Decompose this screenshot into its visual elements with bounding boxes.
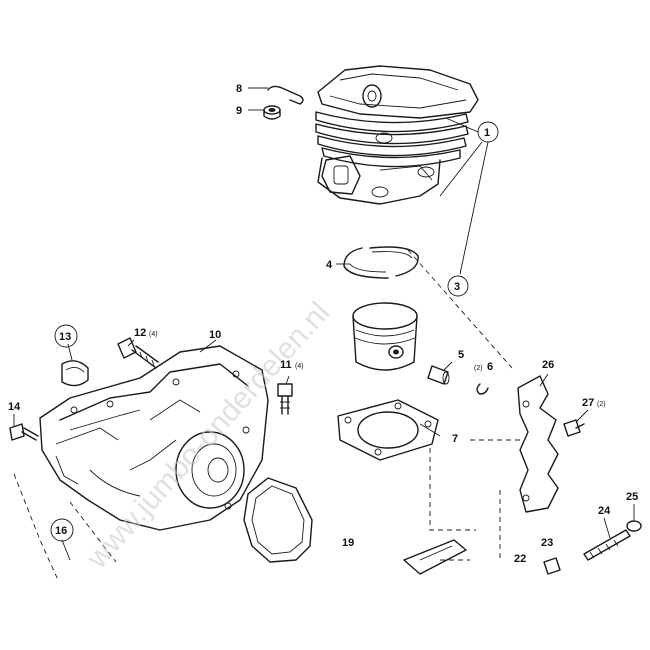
adjusting-screw <box>583 520 642 561</box>
callout-5: 5 <box>458 349 464 361</box>
piston <box>352 302 418 371</box>
callout-13: 13 <box>59 331 71 343</box>
callout-3-circle <box>447 275 469 297</box>
callout-27-qty: (2) <box>597 401 606 408</box>
callout-14: 14 <box>8 401 21 413</box>
bolt-14 <box>9 423 39 441</box>
callout-6-qty: (2) <box>474 365 483 372</box>
piston-ring <box>343 246 419 279</box>
crankcase <box>39 345 269 531</box>
spike-bar <box>517 375 559 513</box>
callout-16: 16 <box>55 525 67 537</box>
callout-11-qty: (4) <box>295 363 304 370</box>
bearing-13 <box>61 360 89 387</box>
callout-6: 6 <box>487 361 493 373</box>
callout-23: 23 <box>541 537 553 549</box>
callout-9: 9 <box>236 105 242 117</box>
callout-26: 26 <box>542 359 554 371</box>
callout-labels: 1 3 4 5 (2) 6 7 8 9 10 11 (4) 12 (4) 13 … <box>8 83 638 565</box>
callout-13-circle <box>54 324 78 348</box>
callout-22: 22 <box>514 553 526 565</box>
bolt-12 <box>117 337 159 369</box>
callout-1: 1 <box>484 127 490 139</box>
cylinder <box>315 65 479 205</box>
crankcase-gasket <box>243 477 313 563</box>
callout-25: 25 <box>626 491 638 503</box>
grommet <box>263 105 281 120</box>
callout-27: 27 <box>582 397 594 409</box>
callout-11: 11 <box>280 359 292 371</box>
bolt-27 <box>563 419 585 437</box>
callout-3: 3 <box>454 281 460 293</box>
spring-clip <box>267 85 304 105</box>
callout-10: 10 <box>209 329 221 341</box>
callout-24: 24 <box>598 505 611 517</box>
callout-1-circle <box>477 121 499 143</box>
part-23 <box>543 557 561 575</box>
callout-12-qty: (4) <box>149 331 158 338</box>
callout-19: 19 <box>342 537 354 549</box>
bolt-11 <box>277 383 293 415</box>
callout-7: 7 <box>452 433 458 445</box>
cylinder-gasket <box>337 399 439 461</box>
circlip <box>476 383 489 395</box>
callout-16-circle <box>50 518 74 542</box>
callout-4: 4 <box>326 259 333 271</box>
piston-pin <box>427 365 450 385</box>
callout-8: 8 <box>236 83 242 95</box>
callout-12: 12 <box>134 327 146 339</box>
assembly-lines <box>13 249 520 581</box>
bar-plate-19 <box>403 539 467 575</box>
